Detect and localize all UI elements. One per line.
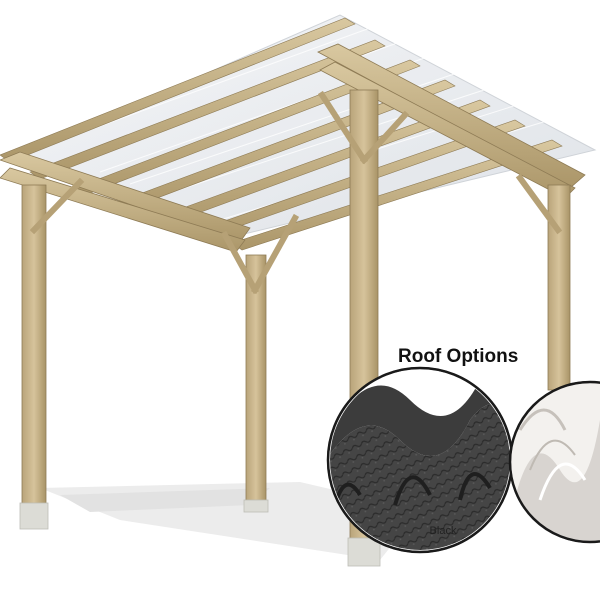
post-feet xyxy=(19,499,381,567)
black-swatch-label: Black xyxy=(429,525,457,537)
ground-shadow xyxy=(40,482,420,560)
braces xyxy=(29,90,563,295)
roof-beams xyxy=(0,43,586,253)
roof-options-title: Roof Options xyxy=(398,346,519,367)
black-roof-swatch xyxy=(326,366,514,554)
roof-rafters xyxy=(0,17,563,251)
clear-roof-swatch xyxy=(508,380,600,544)
post-left xyxy=(21,184,47,506)
